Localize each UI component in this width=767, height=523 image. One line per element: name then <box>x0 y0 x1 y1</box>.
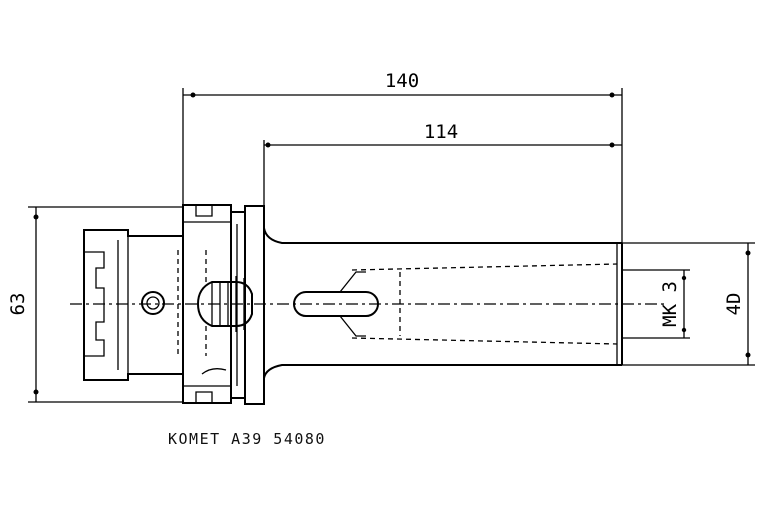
dimension-body-diameter: 4D <box>622 242 755 366</box>
dimension-label-4d: 4D <box>723 293 745 316</box>
dimension-taper: MK 3 <box>622 269 690 339</box>
dimension-shank-length: 114 <box>263 121 622 240</box>
dimension-label-140: 140 <box>385 70 419 92</box>
dimension-flange-diameter: 63 <box>7 206 183 403</box>
hsk-shank <box>83 229 183 381</box>
dimension-overall-length: 140 <box>182 70 623 243</box>
dimension-label-114: 114 <box>424 121 458 143</box>
clamping-screw <box>196 250 253 356</box>
taper-body <box>263 227 623 379</box>
part-caption: KOMET A39 54080 <box>168 430 326 448</box>
dimension-label-mk3: MK 3 <box>659 281 681 327</box>
dimension-label-63: 63 <box>7 293 29 316</box>
